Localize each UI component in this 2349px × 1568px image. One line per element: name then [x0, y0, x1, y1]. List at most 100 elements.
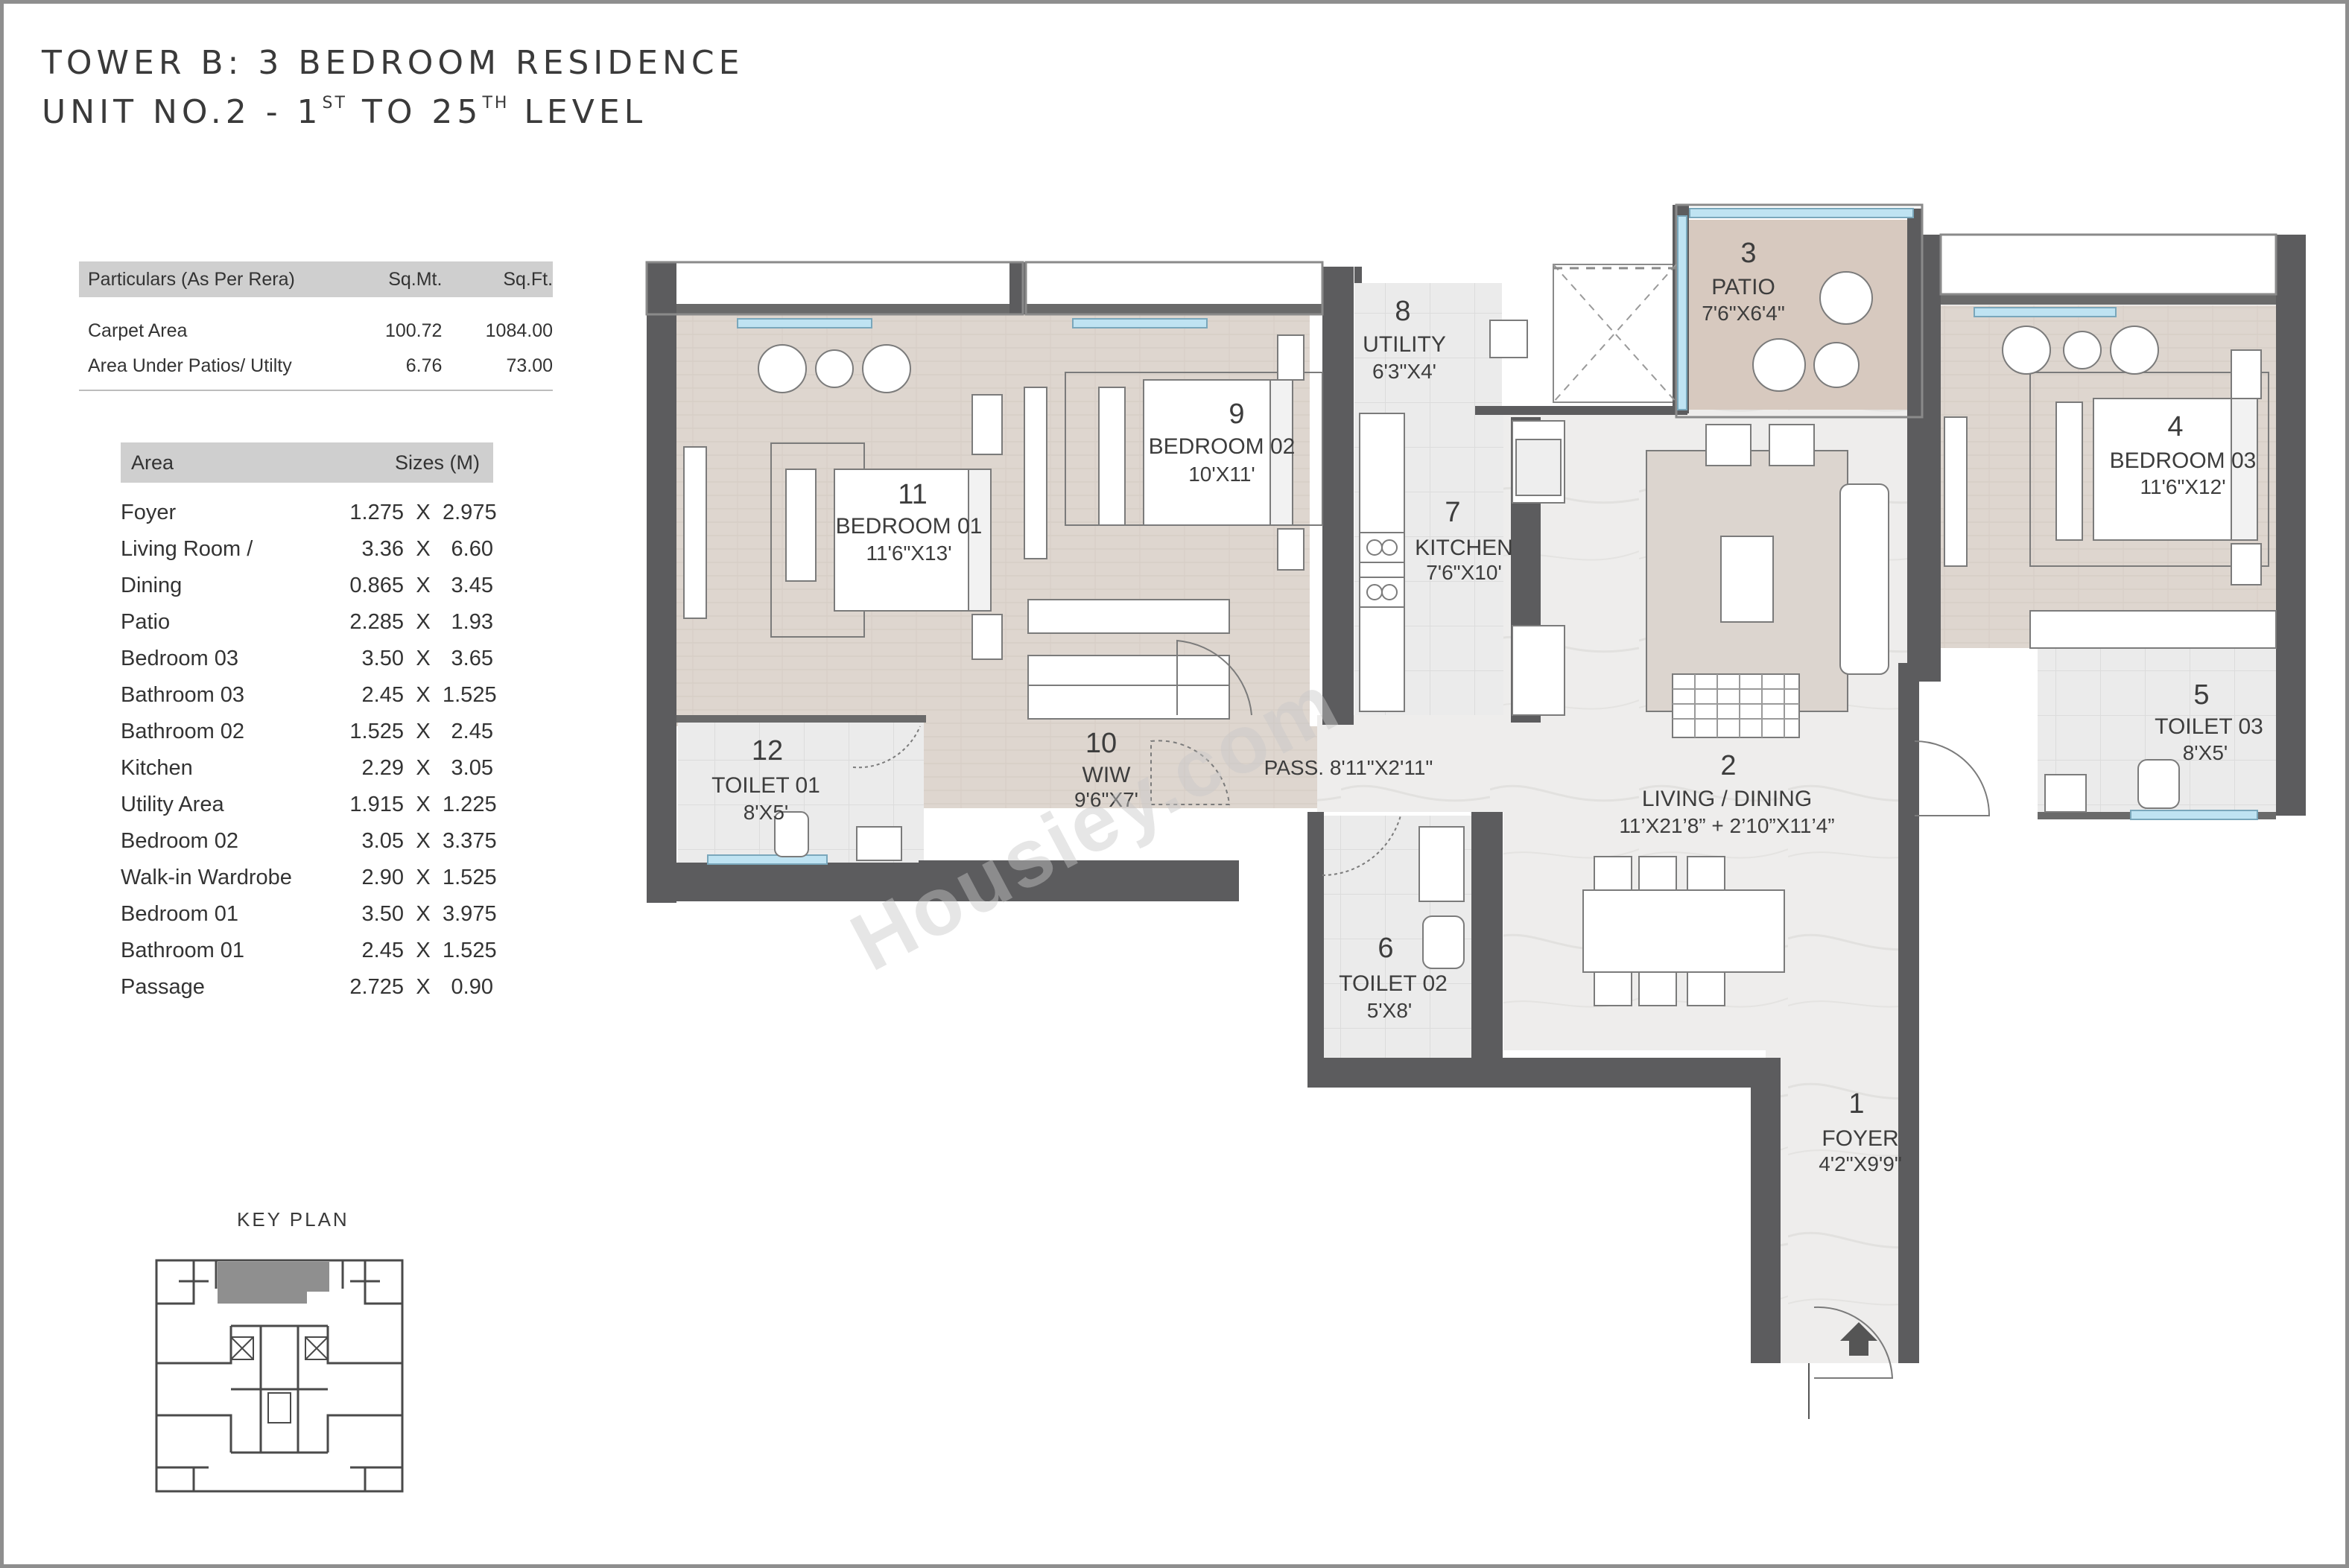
size-cell-b: 3.65: [451, 647, 493, 670]
window: [707, 854, 828, 865]
size-cell-x: X: [416, 975, 431, 999]
size-cell-b: 1.225: [443, 793, 497, 816]
size-cell-name: Bathroom 01: [121, 939, 245, 962]
size-cell-x: X: [416, 501, 431, 524]
size-cell-a: 2.90: [361, 866, 404, 889]
size-cell-b: 2.45: [451, 720, 493, 743]
window: [737, 318, 872, 328]
rera-header-particulars: Particulars (As Per Rera): [88, 268, 295, 290]
tv-unit: [1944, 416, 1968, 567]
wall: [1307, 812, 1324, 1065]
rera-cell-sqmt: 100.72: [384, 320, 443, 341]
bed: [2093, 398, 2258, 541]
room-2-dim: 11’X21’8” + 2’10”X11’4”: [1619, 814, 1834, 837]
size-cell-name: Passage: [121, 975, 205, 999]
room-1-name: FOYER: [1822, 1126, 1898, 1151]
ottoman-grid: [1672, 673, 1800, 738]
room-7-dim: 7'6"X10': [1426, 561, 1502, 584]
key-plan-lift: [305, 1336, 329, 1360]
size-cell-a: 1.275: [349, 501, 404, 524]
wall: [1898, 663, 1919, 1363]
rera-table-header: Particulars (As Per Rera) Sq.Mt. Sq.Ft.: [79, 261, 553, 297]
size-cell-x: X: [416, 647, 431, 670]
size-cell-b: 3.05: [451, 756, 493, 780]
room-2-number: 2: [1720, 750, 1736, 781]
utility-floor: [1354, 283, 1502, 410]
key-plan-diagram: [155, 1259, 404, 1493]
size-cell-x: X: [416, 829, 431, 853]
room-9-name: BEDROOM 02: [1149, 434, 1296, 459]
windows: [707, 208, 2258, 865]
wall: [919, 860, 1239, 901]
rera-cell-name: Carpet Area: [88, 320, 188, 341]
size-cell-b: 1.525: [443, 866, 497, 889]
chair: [862, 344, 911, 393]
wall: [647, 262, 676, 314]
window: [1677, 215, 1687, 410]
size-cell-a: 3.50: [361, 902, 404, 926]
size-cell-b: 0.90: [451, 975, 493, 999]
room-9-dim: 10'X11': [1188, 463, 1255, 486]
room-12-dim: 8'X5': [744, 801, 789, 824]
room-9-number: 9: [1229, 399, 1244, 430]
room-1-dim: 4'2"X9'9": [1819, 1152, 1902, 1175]
size-cell-b: 3.375: [443, 829, 497, 853]
size-cell-b: 2.975: [443, 501, 497, 524]
size-cell-b: 6.60: [451, 537, 493, 561]
size-cell-x: X: [416, 720, 431, 743]
passage-label: PASS. 8'11"X2'11": [1264, 756, 1433, 779]
wall: [1475, 406, 1687, 415]
toilet-02-fixtures: [1322, 815, 1465, 969]
living-furniture: [1582, 424, 1889, 1006]
wall: [1322, 267, 1354, 725]
table-row: Bathroom 01 2.45 X 1.525: [121, 937, 497, 964]
sofa: [1839, 483, 1889, 675]
window: [1072, 318, 1208, 328]
size-cell-x: X: [416, 793, 431, 816]
side-table: [971, 394, 1003, 455]
title-line2-pre: UNIT NO.2 - 1: [42, 93, 323, 131]
wiw-floor: [924, 726, 1319, 808]
room-3-dim: 7'6"X6'4": [1702, 302, 1785, 325]
key-plan-lift: [230, 1336, 254, 1360]
room-12-name: TOILET 01: [711, 773, 820, 798]
size-cell-x: X: [416, 574, 431, 597]
chair: [758, 344, 807, 393]
plan-title: TOWER B: 3 BEDROOM RESIDENCE UNIT NO.2 -…: [42, 43, 744, 133]
room-3-number: 3: [1740, 238, 1756, 269]
size-cell-b: 3.45: [451, 574, 493, 597]
room-5-dim: 8'X5': [2183, 741, 2228, 764]
doors: [1150, 639, 1991, 1379]
size-cell-b: 1.525: [443, 939, 497, 962]
key-plan-unit-highlight-2: [307, 1262, 329, 1292]
door-swing: [1150, 740, 1231, 805]
sizes-header-sizes: Sizes (M): [395, 451, 480, 474]
key-plan-outline: [155, 1259, 404, 1493]
window: [1689, 208, 1914, 218]
wall: [1479, 1058, 1751, 1088]
wall: [2276, 235, 2306, 816]
wall: [676, 715, 926, 723]
title-sup-th: TH: [482, 94, 510, 112]
bed: [834, 469, 992, 612]
rera-area-table: Particulars (As Per Rera) Sq.Mt. Sq.Ft. …: [79, 261, 553, 391]
size-cell-name: Bathroom 03: [121, 683, 245, 707]
table-divider: [79, 390, 553, 391]
size-cell-name: Bedroom 02: [121, 829, 238, 853]
size-cell-name: Walk-in Wardrobe: [121, 866, 292, 889]
size-cell-x: X: [416, 939, 431, 962]
size-cell-a: 2.45: [361, 939, 404, 962]
key-plan-core: [231, 1324, 328, 1454]
door-swing: [1914, 740, 1991, 816]
size-cell-x: X: [416, 683, 431, 707]
wall: [1307, 1058, 1479, 1088]
size-cell-b: 3.975: [443, 902, 497, 926]
